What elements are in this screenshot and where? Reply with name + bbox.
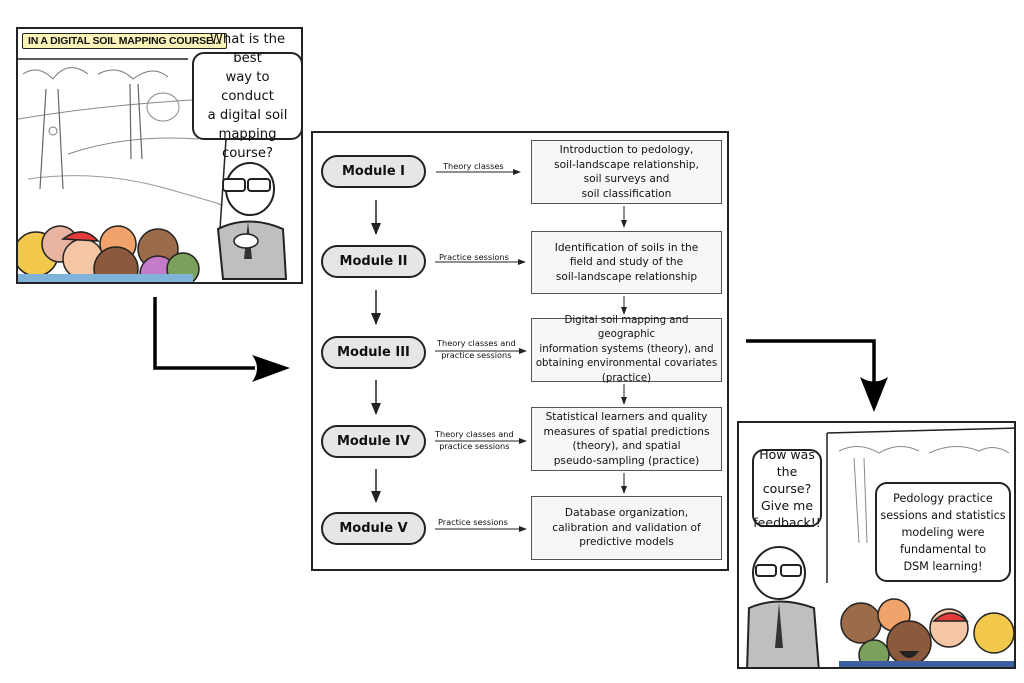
speech-line: Pedology practice: [893, 491, 993, 505]
classroom-scene-illustration: [18, 58, 288, 282]
speech-line: How was: [759, 446, 815, 462]
feedback-scene-illustration: [746, 427, 1014, 667]
activity-label-module-4: Theory classes and practice sessions: [435, 429, 514, 451]
speech-line: a digital soil: [207, 107, 288, 123]
speech-line: Give me: [760, 497, 814, 513]
module-1-node: Module I: [321, 155, 426, 188]
module-4-node: Module IV: [321, 425, 426, 458]
tree-icon: [97, 69, 169, 160]
students-group-icon: [839, 598, 1014, 667]
comic-panel-question: IN A DIGITAL SOIL MAPPING COURSE... What…: [16, 27, 303, 284]
speech-line: modeling were: [901, 525, 985, 539]
speech-line: feedback!!: [753, 514, 821, 530]
module-2-content-box: Identification of soils in the field and…: [531, 231, 722, 294]
speech-line: way to conduct: [221, 69, 274, 104]
module-5-node: Module V: [321, 512, 426, 545]
students-group-icon: [18, 225, 200, 282]
activity-label-module-1: Theory classes: [443, 161, 504, 171]
module-3-node: Module III: [321, 336, 426, 369]
speech-bubble-teacher-feedback: How was the course? Give me feedback!!: [752, 446, 822, 530]
connector-arrow-start-to-flowchart: [153, 297, 290, 382]
tree-icon: [22, 67, 89, 190]
activity-label-module-2: Practice sessions: [439, 252, 509, 262]
module-5-content-box: Database organization, calibration and v…: [531, 496, 722, 560]
module-1-content-box: Introduction to pedology, soil-landscape…: [531, 140, 722, 204]
speech-bubble-teacher-question: What is the best way to conduct a digita…: [192, 32, 301, 161]
teacher-character-icon: [216, 138, 288, 280]
connector-arrow-flowchart-to-end: [746, 339, 888, 412]
module-3-content-box: Digital soil mapping and geographic info…: [531, 315, 722, 384]
speech-line: the course?: [762, 463, 812, 496]
comic-caption: IN A DIGITAL SOIL MAPPING COURSE...: [22, 33, 227, 49]
speech-line: What is the best: [209, 31, 286, 66]
speech-line: sessions and statistics: [880, 508, 1006, 522]
comic-panel-feedback: How was the course? Give me feedback!! P…: [737, 421, 1016, 669]
activity-label-module-5: Practice sessions: [438, 517, 508, 527]
speech-line: mapping course?: [218, 126, 277, 161]
speech-bubble-students-answer: Pedology practice sessions and statistic…: [875, 482, 1011, 582]
module-2-node: Module II: [321, 245, 426, 278]
teacher-character-icon: [746, 546, 820, 667]
speech-line: DSM learning!: [903, 559, 983, 573]
activity-label-module-3: Theory classes and practice sessions: [437, 338, 516, 360]
speech-line: fundamental to: [899, 542, 987, 556]
module-4-content-box: Statistical learners and quality measure…: [531, 407, 722, 471]
